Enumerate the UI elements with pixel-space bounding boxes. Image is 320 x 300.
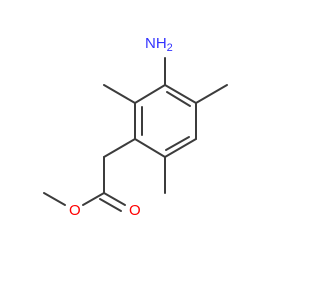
methyl-bond (195, 84, 228, 104)
amine-label: NH2 (145, 35, 173, 54)
structure-diagram: NH2 O O (43, 35, 228, 219)
ring-bond (164, 84, 197, 104)
ester-oxygen-label: O (69, 202, 81, 219)
methyl-bond (103, 84, 136, 104)
carbonyl-double-bond (103, 192, 126, 206)
ring-bond (164, 138, 197, 158)
ring-double-bond (166, 91, 191, 107)
ring-bond (134, 138, 166, 158)
ring-bond (134, 84, 166, 104)
carbonyl-oxygen-label: O (129, 202, 141, 219)
carbonyl-double-bond (99, 198, 122, 212)
methylene-bond (103, 138, 136, 158)
methoxy-bond (43, 192, 66, 206)
ester-oxygen-bond (82, 192, 105, 206)
ring-double-bond (165, 136, 190, 151)
